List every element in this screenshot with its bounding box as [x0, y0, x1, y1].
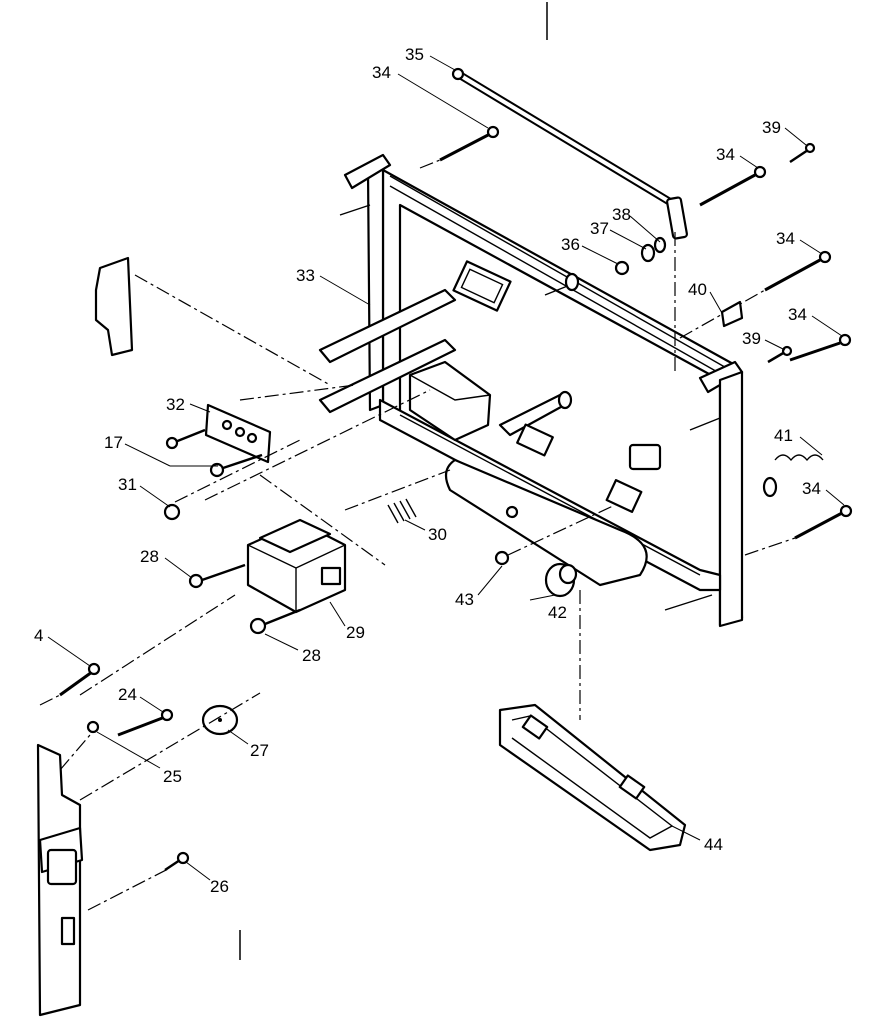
washer-27: [201, 704, 239, 736]
screw-39-top: [789, 142, 816, 164]
spacer-36: [614, 260, 630, 276]
motor-block: [408, 360, 492, 442]
callout-24: 24: [118, 685, 137, 704]
callout-31: 31: [118, 475, 137, 494]
callout-27: 27: [250, 741, 269, 760]
screw-34-right-4: [744, 504, 853, 556]
door-trim-44: [498, 703, 687, 852]
screw-25: [59, 720, 100, 771]
control-panel-left: [36, 743, 84, 1017]
callout-25: 25: [163, 767, 182, 786]
nut-31: [163, 503, 181, 521]
callout-34: 34: [788, 305, 807, 324]
screw-26: [164, 851, 190, 872]
spring-41: [762, 454, 824, 498]
screw-34-right-1: [699, 165, 767, 207]
callout-41: 41: [774, 426, 793, 445]
chassis-frame: [318, 153, 744, 628]
rod-35: [451, 67, 688, 240]
grommet-42: [544, 562, 578, 598]
nut-28-b: [249, 608, 301, 635]
screw-39-mid: [767, 345, 793, 364]
callout-39: 39: [742, 329, 761, 348]
terminal-plate-32: [204, 403, 272, 464]
screw-30: [387, 498, 417, 524]
callout-labels: 35 34 39 34 38 37 36 34 33 40 34 39 32 1…: [34, 45, 821, 896]
callout-42: 42: [548, 603, 567, 622]
callout-37: 37: [590, 219, 609, 238]
screw-34-top: [419, 125, 500, 169]
callout-43: 43: [455, 590, 474, 609]
alignment-lines: [79, 232, 676, 911]
screw-34-right-2: [679, 250, 832, 339]
callout-33: 33: [296, 266, 315, 285]
capacitor-assembly: [444, 390, 662, 587]
screw-24: [117, 708, 174, 737]
screw-4: [39, 662, 101, 706]
screw-17-b: [209, 453, 263, 478]
nut-43: [494, 550, 510, 566]
callout-34: 34: [372, 63, 391, 82]
callout-35: 35: [405, 45, 424, 64]
callout-28: 28: [140, 547, 159, 566]
callout-34: 34: [802, 479, 821, 498]
callout-32: 32: [166, 395, 185, 414]
side-bracket-left: [94, 256, 134, 357]
callout-28: 28: [302, 646, 321, 665]
callout-40: 40: [688, 280, 707, 299]
clip-40: [720, 300, 744, 328]
callout-39: 39: [762, 118, 781, 137]
callout-30: 30: [428, 525, 447, 544]
screw-34-right-3: [789, 333, 852, 362]
callout-36: 36: [561, 235, 580, 254]
callout-34: 34: [776, 229, 795, 248]
screw-28-a: [188, 563, 246, 589]
callout-26: 26: [210, 877, 229, 896]
callout-4: 4: [34, 626, 43, 645]
leader-lines: [47, 55, 845, 881]
callout-29: 29: [346, 623, 365, 642]
callout-38: 38: [612, 205, 631, 224]
washer-38: [653, 236, 667, 254]
callout-17: 17: [104, 433, 123, 452]
transformer-29: [246, 518, 347, 614]
callout-34: 34: [716, 145, 735, 164]
screw-17-a: [165, 428, 206, 450]
callout-44: 44: [704, 835, 723, 854]
